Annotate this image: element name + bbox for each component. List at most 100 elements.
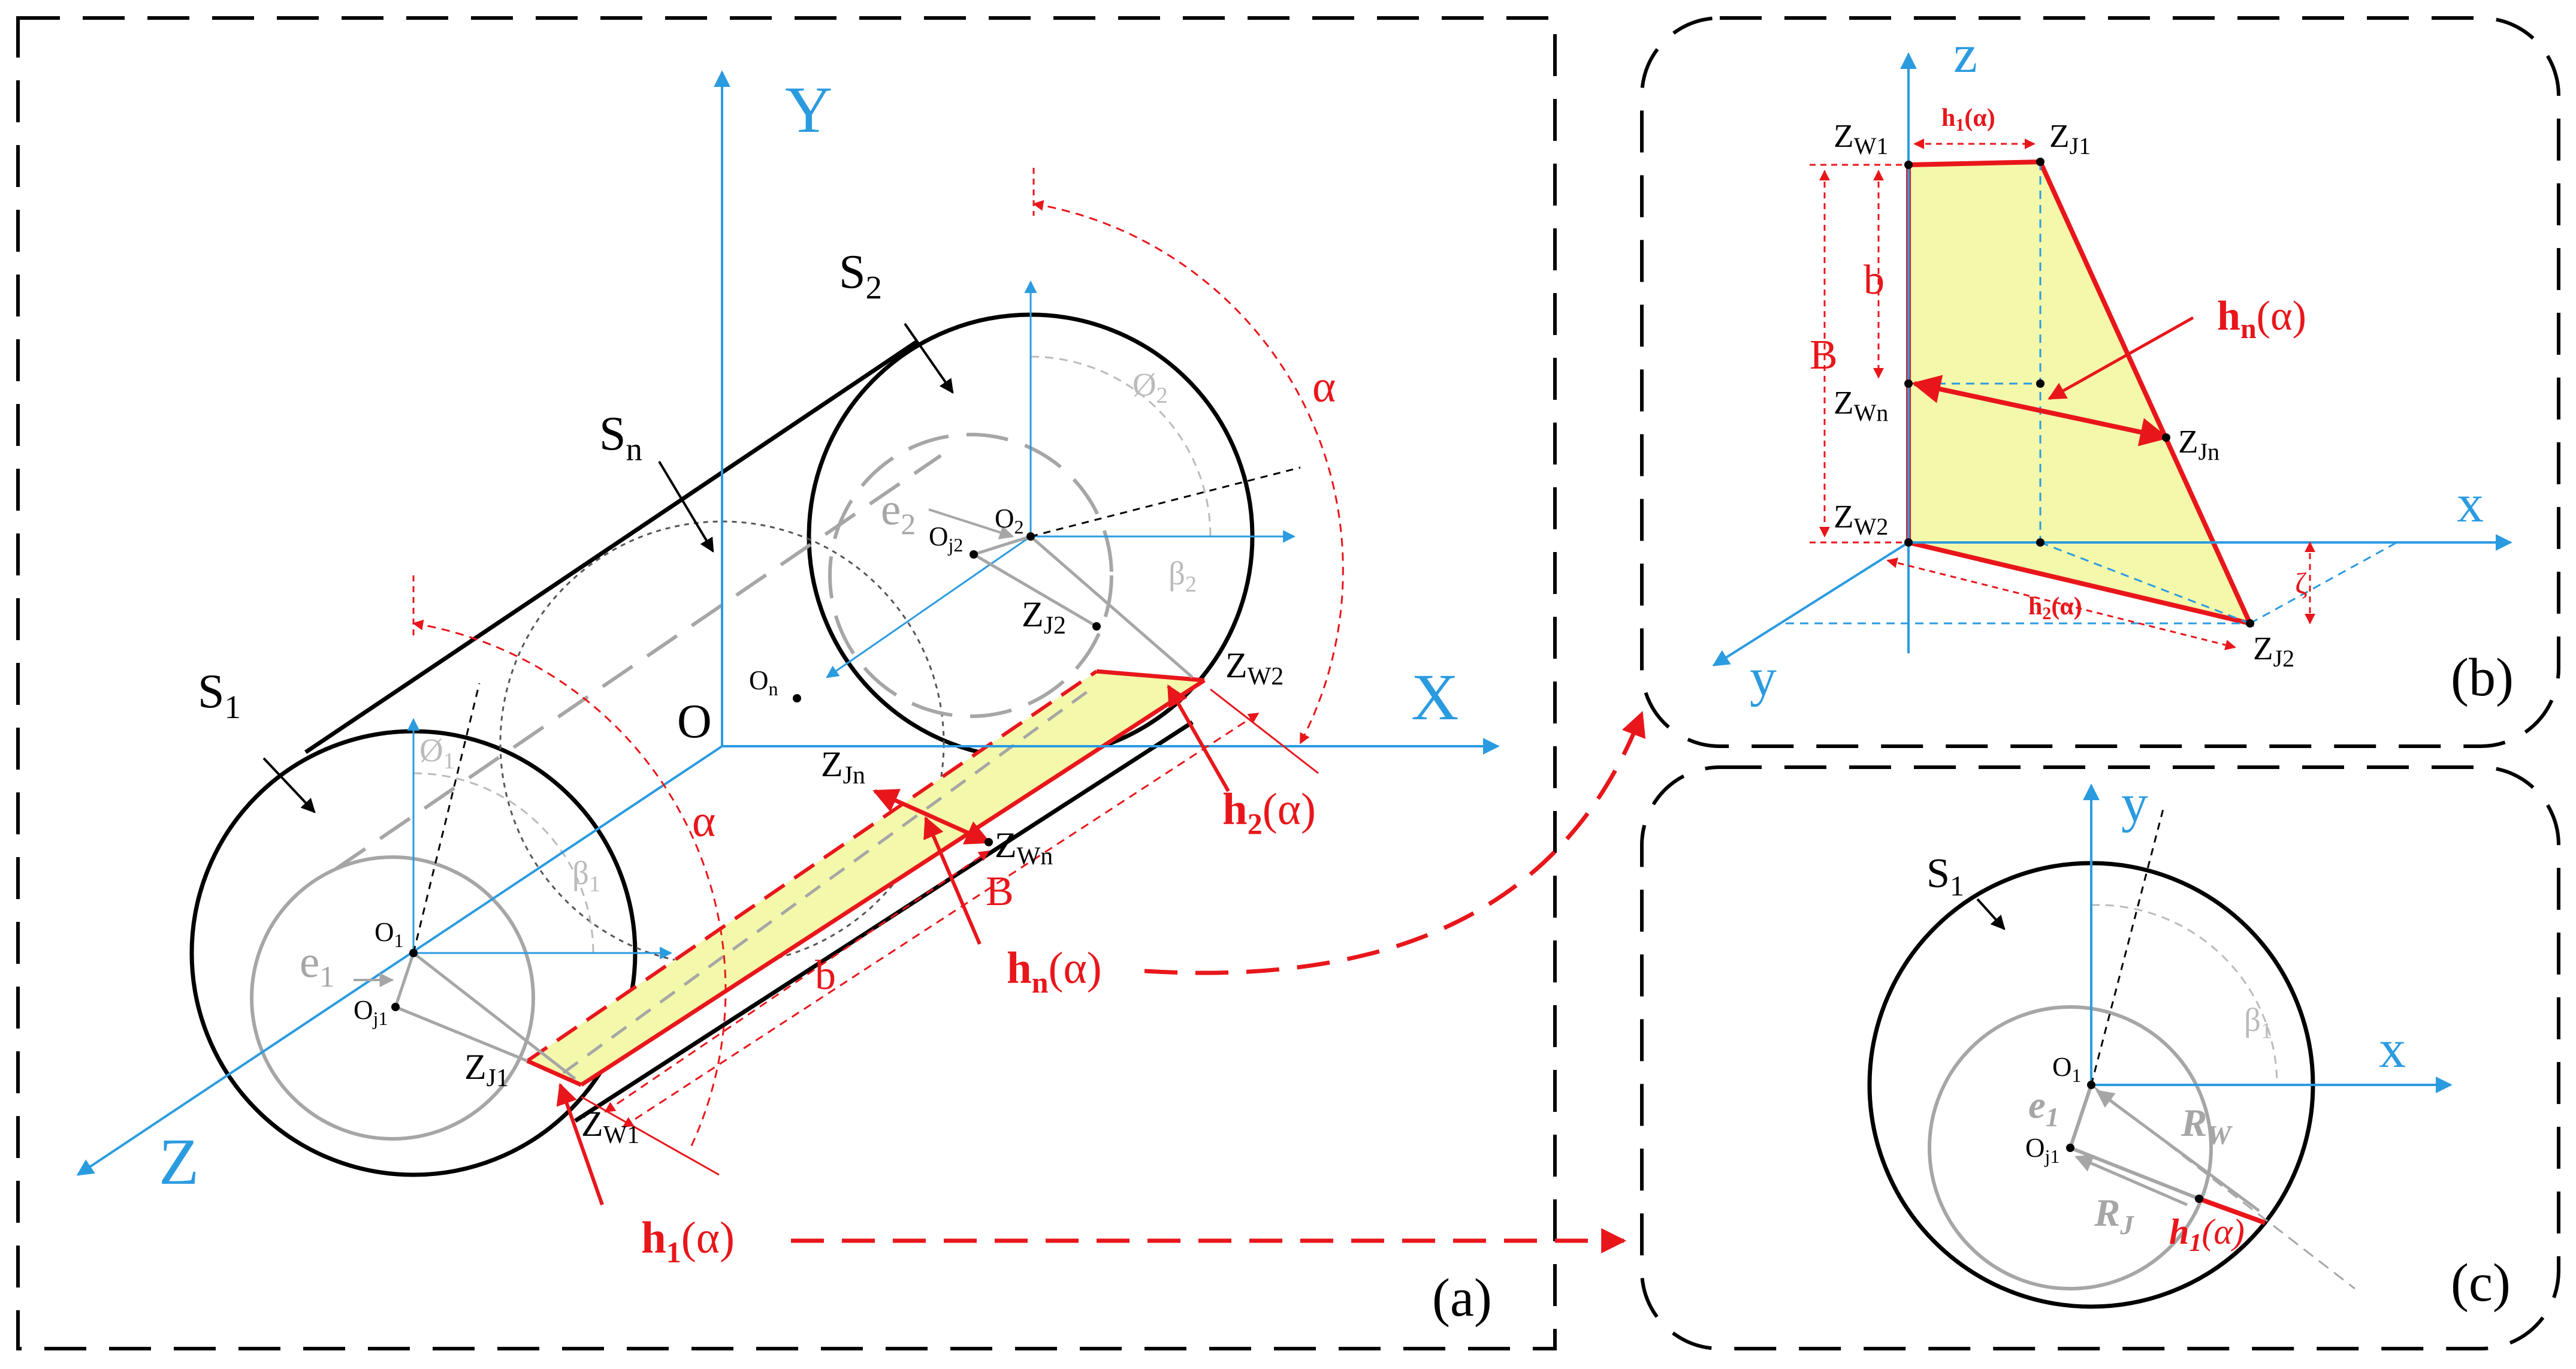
ref-line-2 <box>1030 466 1301 538</box>
c-e1 <box>2068 1084 2093 1148</box>
c-label-rw: RW <box>2181 1102 2233 1150</box>
label-h1: h1(α) <box>641 1213 735 1269</box>
alpha-arc-top <box>1032 200 1344 744</box>
b-label-zwn: ZWn <box>1834 384 1888 426</box>
b-label-h1: h1(α) <box>1941 104 1995 135</box>
label-b-low: b <box>815 952 836 999</box>
b-dim-h2 <box>1886 557 2236 650</box>
c-gray-ray <box>2091 1084 2355 1290</box>
b-point-zwn <box>1904 379 1913 388</box>
label-beta2: β2 <box>1168 555 1197 597</box>
b-label-h2: h2(α) <box>2028 593 2082 623</box>
b-point-zw1 <box>1904 161 1913 169</box>
e2-arrow <box>928 508 1014 539</box>
h2-leader <box>1167 684 1230 792</box>
label-axis-y: Y <box>785 73 832 146</box>
point-oj1 <box>391 1003 400 1011</box>
point-o1 <box>409 949 418 957</box>
point-on <box>793 694 801 702</box>
clearance-bottom-edge <box>580 679 1206 1087</box>
b-label-hn: hn(α) <box>2217 293 2306 345</box>
c-rj-line <box>2069 1146 2200 1201</box>
arc-phi1 <box>413 772 594 954</box>
b-point-x <box>2036 538 2045 547</box>
c-label-axis-y: y <box>2121 774 2148 833</box>
h1-leader <box>556 1082 604 1205</box>
arc-phi2 <box>1030 355 1212 537</box>
clearance-region <box>527 671 1204 1085</box>
dim-tick-end <box>1210 688 1319 774</box>
label-axis-x: X <box>1411 661 1458 734</box>
b-hn-arrow <box>1911 375 2169 447</box>
panel-c-frame <box>1640 765 2560 1350</box>
label-phi1: Ø1 <box>419 732 455 774</box>
label-e1: e1 <box>300 937 334 993</box>
c-label-panel: (c) <box>2451 1253 2511 1313</box>
label-o2: O2 <box>995 503 1024 538</box>
c-s1-leader <box>1976 898 2006 930</box>
point-oj2 <box>970 550 978 559</box>
c-h1-segment <box>2198 1196 2266 1225</box>
label-h2: h2(α) <box>1222 785 1316 840</box>
label-zj2: ZJ2 <box>1022 595 1066 640</box>
label-zj1: ZJ1 <box>464 1047 509 1092</box>
panel-c: y x S1 β1 O1 Oj1 e1 RW RJ h1(α) (c) <box>1640 765 2560 1350</box>
c-point-oj1 <box>2066 1144 2074 1152</box>
dim-b-low <box>604 850 990 1113</box>
b-label-zw2: ZW2 <box>1834 498 1888 540</box>
label-alpha-left: α <box>692 797 715 846</box>
b-label-zw1: ZW1 <box>1834 117 1888 159</box>
e2-vector <box>973 535 1031 556</box>
b-label-panel: (b) <box>2451 648 2514 707</box>
e1-vector-b <box>395 1005 528 1063</box>
c-label-e1: e1 <box>2028 1084 2059 1132</box>
b-label-zeta: ζ <box>2295 566 2308 600</box>
label-b-cap: B <box>986 869 1014 915</box>
hidden-edge <box>334 454 942 871</box>
c-label-axis-x: x <box>2379 1020 2406 1079</box>
label-hn: hn(α) <box>1007 943 1102 999</box>
s1-leader <box>262 757 316 813</box>
label-zw2: ZW2 <box>1225 646 1284 690</box>
b-point-zw2 <box>1904 538 1913 547</box>
label-origin: O <box>677 695 712 748</box>
point-zj2 <box>1092 622 1101 631</box>
b-label-b-low: b <box>1864 257 1885 303</box>
label-panel-a: (a) <box>1432 1268 1492 1328</box>
panel-b: z x y ZW1 ZJ1 ZWn ZJn ZW2 ZJ2 h1(α) h2(α… <box>1640 16 2560 748</box>
label-sn: Sn <box>599 408 642 468</box>
b-point-mid <box>2036 379 2045 388</box>
arrow-to-panel-b <box>1144 711 1646 975</box>
label-zw1: ZW1 <box>581 1104 639 1149</box>
c-label-h1: h1(α) <box>2169 1212 2245 1257</box>
e1-vector <box>394 952 415 1008</box>
b-label-axis-z: z <box>1953 25 1977 84</box>
label-zjn: ZJn <box>821 744 865 789</box>
point-o2 <box>1026 532 1035 541</box>
journal-circle-1 <box>250 855 535 1141</box>
label-s1: S1 <box>198 665 241 725</box>
b-label-zj1: ZJ1 <box>2049 117 2091 159</box>
label-on: On <box>749 665 778 699</box>
c-rj-arrow <box>2074 1154 2188 1207</box>
b-label-b-cap: B <box>1810 332 1838 378</box>
label-s2: S2 <box>839 246 882 306</box>
axis-o2-z <box>826 535 1031 679</box>
c-rw-arrow <box>2095 1089 2260 1213</box>
hn-leader <box>923 816 982 945</box>
label-phi2: Ø2 <box>1133 366 1168 408</box>
c-ref-line <box>2090 809 2164 1085</box>
c-label-rj: RJ <box>2094 1192 2134 1240</box>
b-point-zj2 <box>2246 619 2254 628</box>
panel-b-frame <box>1640 16 2560 748</box>
cylinder-top-edge <box>304 340 918 754</box>
b-point-zj1 <box>2036 158 2045 166</box>
b-label-zj2: ZJ2 <box>2253 630 2294 672</box>
sn-leader <box>658 460 714 553</box>
c-label-o1: O1 <box>2052 1052 2082 1086</box>
b-point-zjn <box>2162 433 2170 442</box>
dim-tick-start <box>581 1096 720 1176</box>
label-oj1: Oj1 <box>354 995 388 1029</box>
c-label-oj1: Oj1 <box>2025 1133 2059 1167</box>
c-label-beta1: β1 <box>2244 1002 2272 1044</box>
